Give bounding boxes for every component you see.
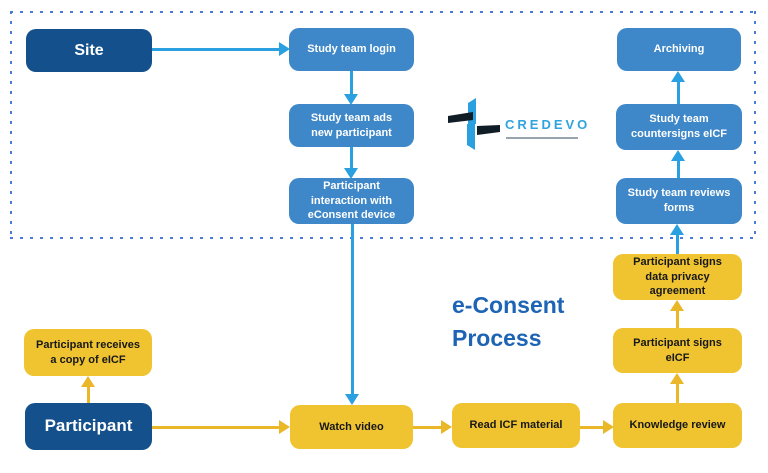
diagram-title: e-Consent Process xyxy=(452,292,565,352)
node-watch-video: Watch video xyxy=(290,405,413,449)
node-site: Site xyxy=(26,29,152,72)
credevo-pinwheel-icon xyxy=(448,98,500,150)
node-knowledge-review: Knowledge review xyxy=(613,403,742,448)
node-study-team-login: Study team login xyxy=(289,28,414,71)
site-section-dashed-border xyxy=(10,11,756,239)
node-participant: Participant xyxy=(25,403,152,450)
credevo-underline xyxy=(506,137,578,139)
node-archiving: Archiving xyxy=(617,28,741,71)
dashed-border-left xyxy=(10,11,12,239)
credevo-logo: CREDEVO xyxy=(448,96,598,156)
dashed-border-right xyxy=(754,11,756,239)
credevo-wordmark: CREDEVO xyxy=(505,117,591,132)
node-participant-signs-privacy: Participant signs data privacy agreement xyxy=(613,254,742,300)
node-participant-receives-copy: Participant receives a copy of eICF xyxy=(24,329,152,376)
dashed-border-bottom xyxy=(10,237,756,239)
node-read-icf-material: Read ICF material xyxy=(452,403,580,448)
node-study-team-ads-new-participant: Study team ads new participant xyxy=(289,104,414,147)
node-study-team-countersigns-eicf: Study team countersigns eICF xyxy=(616,104,742,150)
dashed-border-top xyxy=(10,11,756,13)
node-study-team-reviews-forms: Study team reviews forms xyxy=(616,178,742,224)
node-participant-interaction: Participant interaction with eConsent de… xyxy=(289,178,414,224)
node-participant-signs-eicf: Participant signs eICF xyxy=(613,328,742,373)
